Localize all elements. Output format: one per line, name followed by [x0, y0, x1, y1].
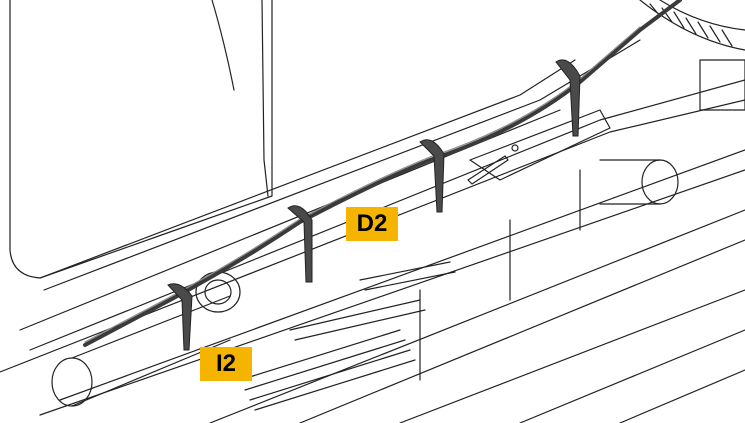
upper-panel-edge — [261, 0, 269, 197]
slats-lower — [239, 329, 416, 411]
conduit-ribs — [649, 3, 733, 47]
right-cylinder-end — [641, 159, 679, 205]
cable-highlight — [84, 26, 641, 343]
label-i2: I2 — [215, 350, 236, 377]
slats-mid — [289, 299, 426, 341]
label-d2-box — [346, 207, 398, 241]
slats-upper — [359, 261, 456, 291]
cable-tie-2 — [287, 205, 313, 283]
frame-rail-9 — [519, 329, 745, 423]
grommet-inner — [204, 279, 232, 305]
right-cylinder-body — [599, 159, 661, 205]
right-block — [699, 59, 745, 111]
upper-panel-crease — [211, 0, 235, 91]
frame-rail-4 — [59, 149, 745, 401]
frame-rail-8 — [399, 289, 745, 423]
cable — [83, 0, 682, 347]
bracket-plate — [469, 109, 611, 181]
cable-tie-3 — [419, 139, 445, 213]
frame-rail-2 — [0, 99, 745, 373]
cable-tie-4 — [555, 59, 581, 137]
label-d2: D2 — [356, 210, 388, 237]
label-i2-box — [200, 347, 252, 381]
cable-tie-1 — [167, 283, 193, 351]
frame-rail-7 — [299, 239, 745, 423]
panel-lower-rim-2 — [43, 39, 641, 291]
conduit-outline — [639, 0, 745, 51]
frame-rail-5 — [39, 169, 745, 416]
frame-rail-10 — [619, 369, 745, 423]
bracket-slot — [467, 155, 509, 185]
bracket-hole — [511, 144, 519, 152]
frame-rail-6 — [209, 209, 745, 423]
tube-end — [51, 357, 93, 407]
panel-lower-rim — [39, 59, 576, 279]
upper-panel-outline — [9, 0, 273, 279]
